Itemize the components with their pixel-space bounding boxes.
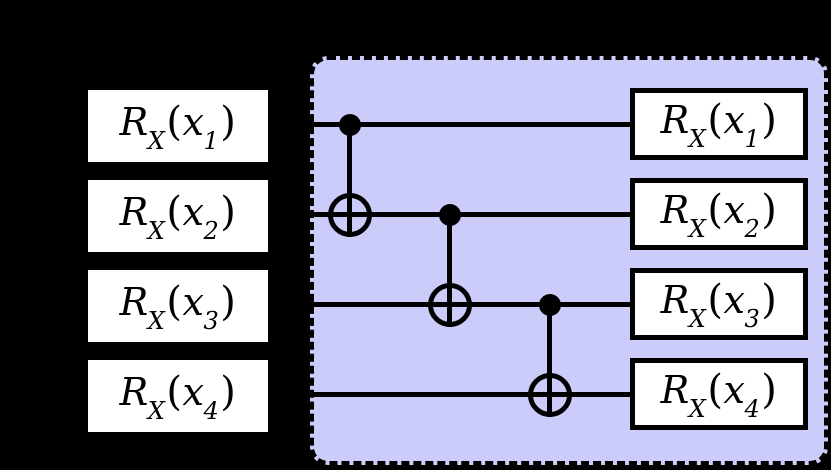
cnot-1-target-cross-vertical (347, 192, 352, 237)
cnot-1-target-circle (327, 192, 372, 237)
encoding-gate-label-3: RX(x3) (119, 279, 237, 335)
cnot-3-link (547, 304, 552, 396)
cnot-2-target-circle (427, 282, 472, 327)
variational-gate-label-3: RX(x3) (660, 277, 778, 333)
encoding-gate-qubit-3[interactable]: RX(x3) (88, 270, 268, 342)
variational-gate-qubit-4[interactable]: RX(x4) (630, 358, 808, 430)
cnot-2-link (447, 214, 452, 306)
encoding-gate-qubit-2[interactable]: RX(x2) (88, 180, 268, 252)
encoding-gate-label-4: RX(x4) (119, 369, 237, 425)
encoding-gate-qubit-1[interactable]: RX(x1) (88, 90, 268, 162)
variational-gate-qubit-1[interactable]: RX(x1) (630, 88, 808, 160)
cnot-3-target-circle (527, 372, 572, 417)
variational-gate-label-1: RX(x1) (660, 97, 778, 153)
variational-gate-qubit-3[interactable]: RX(x3) (630, 268, 808, 340)
variational-gate-qubit-2[interactable]: RX(x2) (630, 178, 808, 250)
variational-gate-label-4: RX(x4) (660, 367, 778, 423)
cnot-1-control-dot (338, 113, 361, 136)
cnot-1-link (347, 124, 352, 216)
encoding-gate-qubit-4[interactable]: RX(x4) (88, 360, 268, 432)
cnot-3-target-cross-vertical (547, 372, 552, 417)
qubit-wire-2 (310, 212, 635, 217)
cnot-2-target-cross-vertical (447, 282, 452, 327)
cnot-2-control-dot (438, 203, 461, 226)
qubit-wire-4 (310, 392, 635, 397)
qubit-wire-3 (310, 302, 635, 307)
encoding-gate-label-2: RX(x2) (119, 189, 237, 245)
cnot-3-control-dot (538, 293, 561, 316)
encoding-gate-label-1: RX(x1) (119, 99, 237, 155)
qubit-wire-1 (310, 122, 635, 127)
variational-gate-label-2: RX(x2) (660, 187, 778, 243)
